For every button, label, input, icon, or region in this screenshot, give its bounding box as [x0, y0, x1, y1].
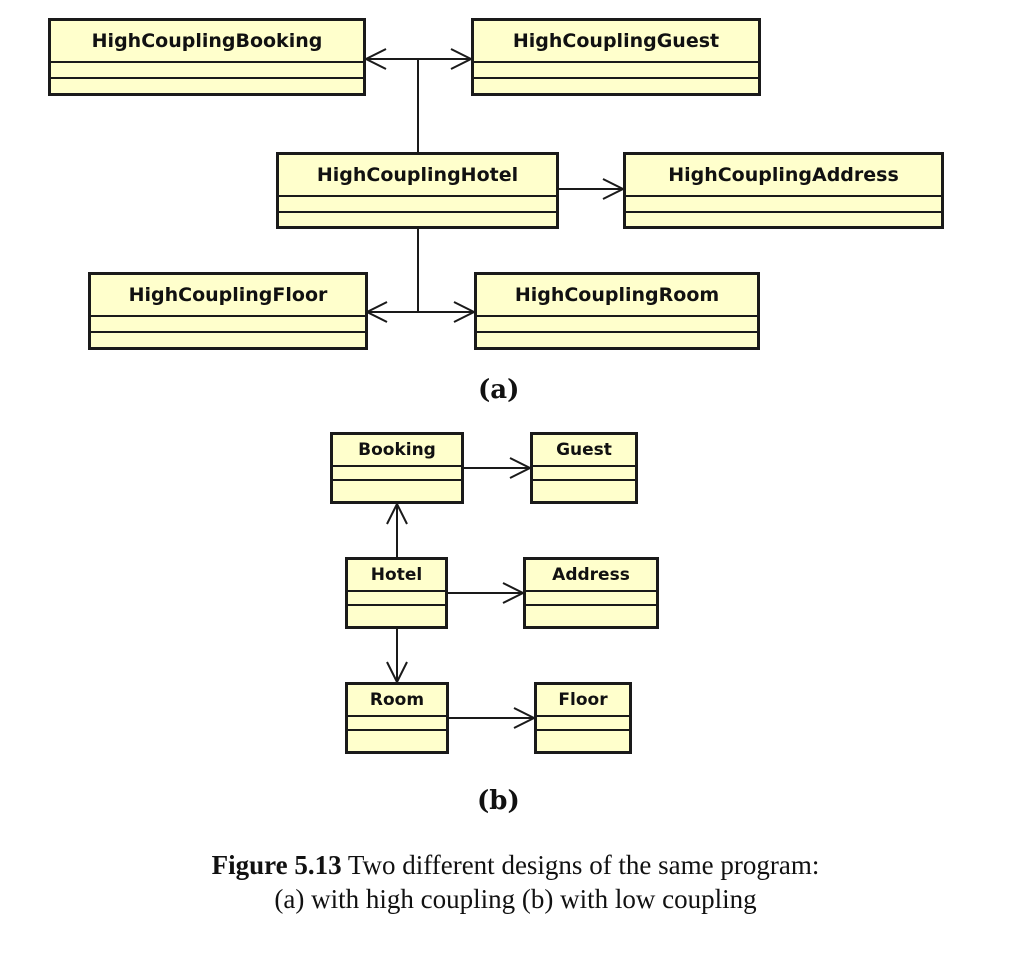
class-operations [474, 79, 758, 91]
caption-line-2: (a) with high coupling (b) with low coup… [274, 884, 757, 914]
class-high-coupling-guest: HighCouplingGuest [471, 18, 761, 96]
figure-caption: Figure 5.13 Two different designs of the… [0, 848, 1031, 916]
class-high-coupling-floor: HighCouplingFloor [88, 272, 368, 350]
class-attributes [533, 467, 635, 481]
diagram-b-label: (b) [477, 786, 520, 816]
class-floor: Floor [534, 682, 632, 754]
class-high-coupling-booking: HighCouplingBooking [48, 18, 366, 96]
class-booking: Booking [330, 432, 464, 504]
class-hotel: Hotel [345, 557, 448, 629]
caption-text-1: Two different designs of the same progra… [347, 850, 820, 880]
class-attributes [348, 592, 445, 606]
diagram-a-label: (a) [478, 375, 520, 405]
class-name: Floor [537, 685, 629, 717]
class-operations [533, 481, 635, 491]
arrowhead-b-booking [386, 501, 408, 525]
arrowhead-a-booking [363, 48, 387, 70]
class-operations [51, 79, 363, 91]
caption-line-1: Figure 5.13 Two different designs of the… [0, 848, 1031, 882]
class-high-coupling-address: HighCouplingAddress [623, 152, 944, 229]
class-operations [333, 481, 461, 491]
class-operations [348, 731, 446, 741]
class-name: Booking [333, 435, 461, 467]
class-high-coupling-hotel: HighCouplingHotel [276, 152, 559, 229]
class-address: Address [523, 557, 659, 629]
class-name: Hotel [348, 560, 445, 592]
class-guest: Guest [530, 432, 638, 504]
class-room: Room [345, 682, 449, 754]
class-attributes [91, 317, 365, 333]
class-attributes [279, 197, 556, 213]
class-name: Room [348, 685, 446, 717]
class-operations [526, 606, 656, 616]
class-name: HighCouplingGuest [474, 21, 758, 63]
class-operations [348, 606, 445, 616]
class-operations [91, 333, 365, 345]
figure-number: Figure 5.13 [211, 850, 342, 880]
class-name: HighCouplingHotel [279, 155, 556, 197]
class-attributes [626, 197, 941, 213]
class-attributes [51, 63, 363, 79]
class-name: Address [526, 560, 656, 592]
class-operations [626, 213, 941, 225]
class-name: HighCouplingRoom [477, 275, 757, 317]
class-attributes [526, 592, 656, 606]
class-name: Guest [533, 435, 635, 467]
class-attributes [477, 317, 757, 333]
class-attributes [348, 717, 446, 731]
class-name: HighCouplingBooking [51, 21, 363, 63]
class-operations [537, 731, 629, 741]
class-name: HighCouplingAddress [626, 155, 941, 197]
class-attributes [333, 467, 461, 481]
class-attributes [474, 63, 758, 79]
class-name: HighCouplingFloor [91, 275, 365, 317]
class-operations [279, 213, 556, 225]
class-operations [477, 333, 757, 345]
class-high-coupling-room: HighCouplingRoom [474, 272, 760, 350]
class-attributes [537, 717, 629, 731]
